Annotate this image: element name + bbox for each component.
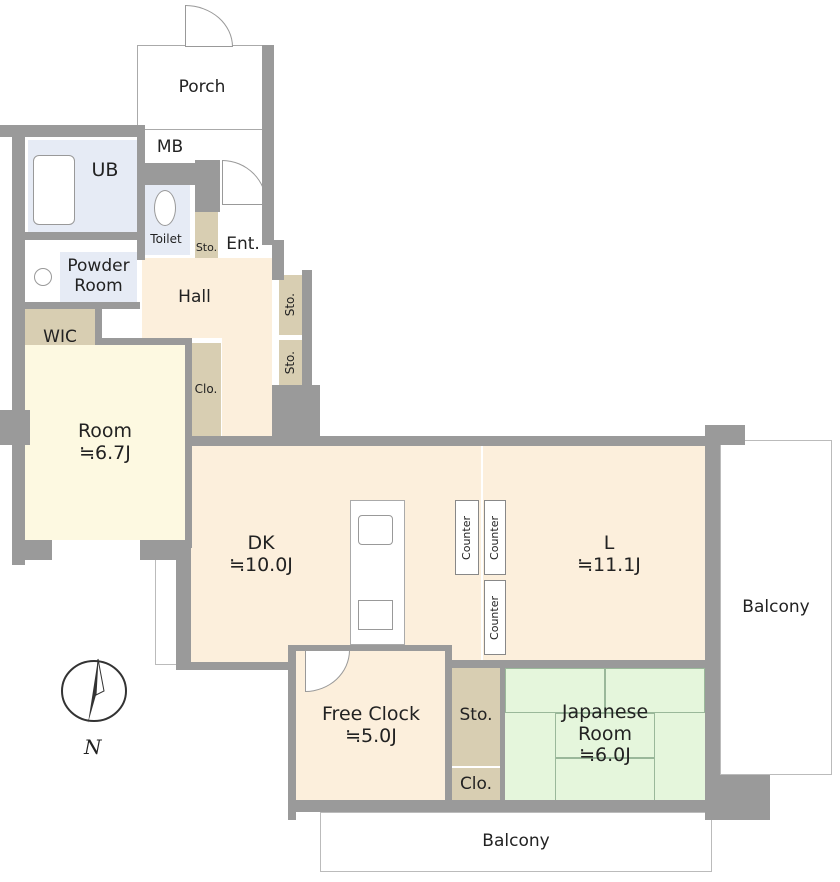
porch-gate-icon <box>185 5 233 47</box>
sto-ent-label: Sto. <box>195 241 218 255</box>
north-arrow-icon <box>61 658 127 723</box>
powder-room-label: Powder Room <box>67 256 130 296</box>
wall <box>288 645 450 651</box>
counter-3: Counter <box>484 580 506 655</box>
wall <box>705 440 720 820</box>
stove-icon <box>358 600 393 630</box>
room-name: Room <box>77 419 133 442</box>
mb-label: MB <box>156 137 184 158</box>
compass-label: N <box>84 735 102 759</box>
balcony-east: Balcony <box>720 440 832 775</box>
counter-1-label: Counter <box>459 515 473 560</box>
wall <box>20 232 140 240</box>
wall <box>95 305 102 345</box>
wall <box>137 125 145 260</box>
sink <box>25 252 60 302</box>
l-size: ≒11.1J <box>577 554 641 576</box>
clo-hall: Clo. <box>191 343 221 436</box>
wall <box>500 665 505 805</box>
hall-lower <box>222 338 272 438</box>
japanese-room-size: ≒6.0J <box>579 744 631 767</box>
wic-label: WIC <box>43 327 77 348</box>
wall <box>272 385 320 443</box>
mb: MB <box>145 133 195 163</box>
wall <box>20 302 140 309</box>
wall <box>95 338 190 345</box>
wall <box>720 775 770 820</box>
sto-hall-2: Sto. <box>279 340 303 385</box>
room-size: ≒6.7J <box>79 441 131 464</box>
entrance-door-icon[interactable] <box>222 160 267 205</box>
wall <box>0 410 30 445</box>
sto-hall-1-label: Sto. <box>283 293 298 317</box>
counter-2: Counter <box>484 500 506 575</box>
dk: DK≒10.0J <box>191 446 481 664</box>
balcony-south-label: Balcony <box>482 831 550 852</box>
powder-room: Powder Room <box>60 252 137 302</box>
kitchen-sink-icon <box>358 515 393 545</box>
wall <box>190 662 290 670</box>
sto-hall-2-label: Sto. <box>283 350 298 375</box>
ub-label: UB <box>91 159 119 182</box>
wall <box>12 125 25 565</box>
free-clock-name: Free Clock <box>322 703 420 726</box>
sto-jp: Sto. <box>452 666 500 766</box>
porch-label: Porch <box>178 76 226 97</box>
wall <box>288 800 720 812</box>
wall <box>450 660 705 668</box>
clo-hall-label: Clo. <box>194 381 218 396</box>
toilet-label: Toilet <box>150 232 182 247</box>
wall <box>12 540 52 560</box>
wall <box>272 240 284 280</box>
wall <box>445 645 452 805</box>
hall: Hall <box>142 258 272 338</box>
sto-jp-label: Sto. <box>459 705 493 726</box>
free-clock-size: ≒5.0J <box>345 725 397 747</box>
wall <box>195 160 220 212</box>
wall <box>0 125 140 137</box>
toilet-bowl-icon <box>154 190 176 226</box>
balcony-east-label: Balcony <box>742 596 810 617</box>
wall <box>185 436 720 446</box>
counter-3-label: Counter <box>487 595 501 640</box>
l: L≒11.1J <box>483 446 705 664</box>
l-name: L <box>603 532 615 555</box>
ent-label: Ent. <box>226 234 260 255</box>
wall <box>137 163 202 185</box>
wall <box>262 45 274 245</box>
sto-hall-1: Sto. <box>279 275 303 335</box>
clo-jp-label: Clo. <box>459 773 493 794</box>
compass: N <box>58 655 130 760</box>
wall <box>176 540 191 670</box>
dk-size: ≒10.0J <box>229 554 293 576</box>
clo-jp: Clo. <box>452 768 500 801</box>
hall-label: Hall <box>178 287 211 308</box>
dk-name: DK <box>247 532 275 555</box>
wall <box>288 645 296 820</box>
sink-icon <box>33 268 52 286</box>
bathtub-icon <box>33 155 75 225</box>
counter-1: Counter <box>455 500 479 575</box>
japanese-room-name: Japanese Room <box>561 700 649 745</box>
counter-2-label: Counter <box>487 515 501 560</box>
wall <box>302 270 312 395</box>
room: Room≒6.7J <box>25 345 185 540</box>
balcony-south: Balcony <box>320 812 712 872</box>
porch: Porch <box>137 45 267 130</box>
japanese-room: Japanese Room ≒6.0J <box>505 668 705 801</box>
